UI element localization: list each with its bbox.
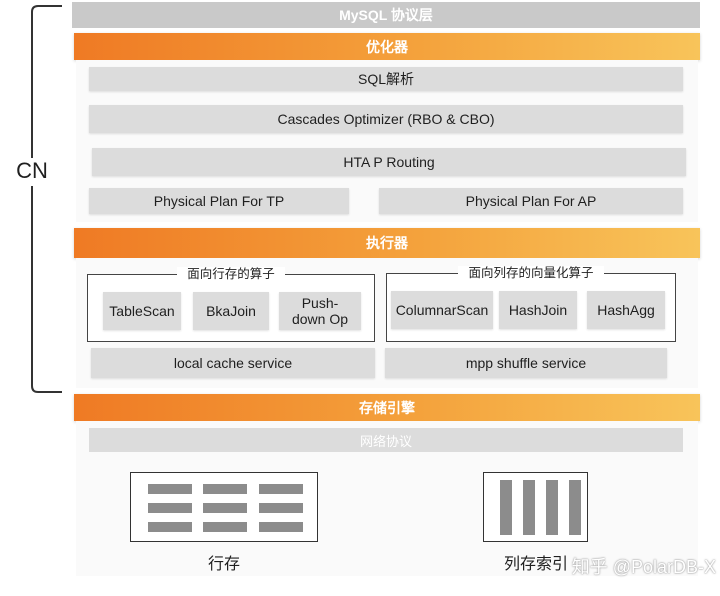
pushdown-op: Push- down Op [279,292,361,330]
hashagg-op: HashAgg [587,291,665,329]
column-bar [500,480,512,535]
row-store-box [130,472,318,542]
bkajoin-op: BkaJoin [193,292,269,330]
network-protocol-block: 网络协议 [89,428,683,452]
column-bar [569,480,581,535]
row-cell [148,503,192,513]
storage-engine-header: 存储引擎 [74,394,700,421]
row-cell [259,484,303,494]
cascades-optimizer-block: Cascades Optimizer (RBO & CBO) [89,105,683,133]
row-cell [148,484,192,494]
columnarscan-op: ColumnarScan [391,291,493,329]
tablescan-op: TableScan [103,292,181,330]
column-bar [546,480,558,535]
row-cell [203,484,247,494]
row-cell [148,522,192,532]
cn-label: CN [16,158,48,183]
column-bar [523,480,535,535]
columnar-operator-group-title: 面向列存的向量化算子 [458,266,604,280]
row-cell [259,503,303,513]
mpp-shuffle-service-block: mpp shuffle service [385,348,667,378]
cn-bracket: CN [0,0,72,400]
local-cache-service-block: local cache service [91,348,375,378]
columnar-index-label: 列存索引 [503,556,568,573]
columnar-index-box [483,472,588,542]
hashjoin-op: HashJoin [499,291,577,329]
bracket-icon [10,5,62,393]
row-operator-group-title: 面向行存的算子 [177,267,285,281]
row-cell [203,503,247,513]
physical-plan-tp-block: Physical Plan For TP [89,188,349,214]
mysql-protocol-layer: MySQL 协议层 [72,2,700,28]
row-store-label: 行存 [207,556,240,573]
executor-header: 执行器 [74,228,700,258]
watermark-text: 知乎 @PolarDB-X [571,557,716,577]
sql-parse-block: SQL解析 [89,67,683,91]
row-cell [203,522,247,532]
physical-plan-ap-block: Physical Plan For AP [379,188,683,214]
optimizer-header: 优化器 [74,33,700,60]
htap-routing-block: HTA P Routing [92,148,686,176]
row-cell [259,522,303,532]
